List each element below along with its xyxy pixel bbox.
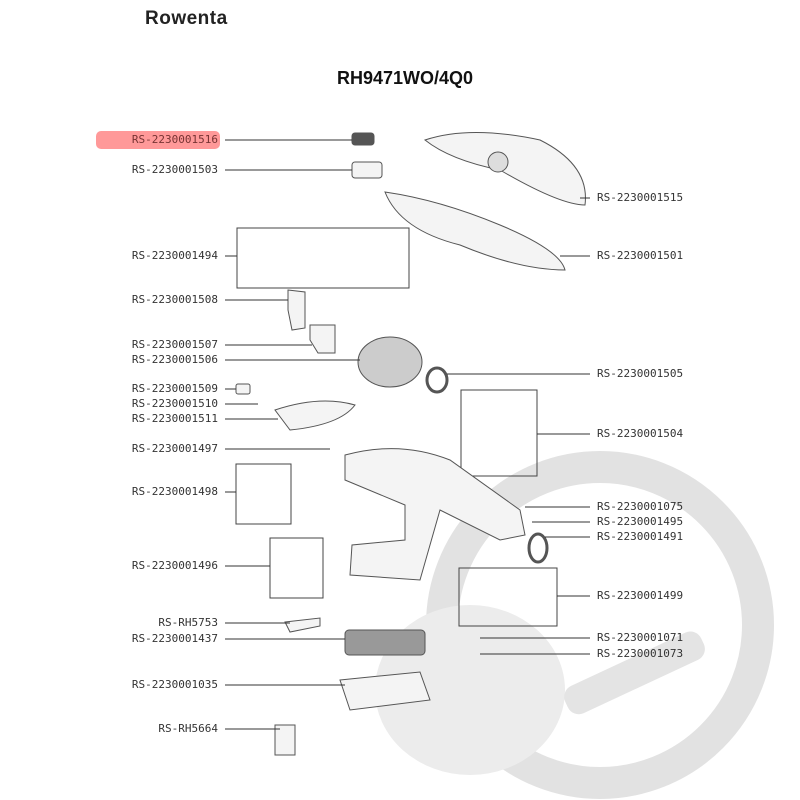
part-label[interactable]: RS-2230001516 xyxy=(98,133,218,147)
part-label[interactable]: RS-2230001497 xyxy=(131,442,218,455)
part-bracket-1507 xyxy=(309,324,336,354)
part-1511 xyxy=(274,400,356,431)
part-filter-cap xyxy=(351,132,375,146)
part-label[interactable]: RS-2230001494 xyxy=(131,249,218,262)
part-label[interactable]: RS-2230001496 xyxy=(131,559,218,572)
part-label[interactable]: RS-2230001437 xyxy=(131,632,218,645)
part-ring-1505 xyxy=(425,366,449,394)
part-charger xyxy=(274,724,296,756)
part-label[interactable]: RS-2230001498 xyxy=(131,485,218,498)
part-1491 xyxy=(527,532,549,564)
part-box-1499 xyxy=(458,567,558,627)
part-base xyxy=(339,671,431,711)
model-title: RH9471WO/4Q0 xyxy=(336,68,474,88)
part-label[interactable]: RS-2230001505 xyxy=(597,367,684,380)
part-rh5753 xyxy=(284,617,321,633)
part-label[interactable]: RS-2230001504 xyxy=(597,427,684,440)
part-label[interactable]: RS-2230001508 xyxy=(131,293,218,306)
part-label[interactable]: RS-2230001495 xyxy=(597,515,684,528)
part-box-1496 xyxy=(269,537,324,599)
part-label[interactable]: RS-2230001071 xyxy=(597,631,684,644)
part-label[interactable]: RS-2230001509 xyxy=(131,382,218,395)
part-label[interactable]: RS-2230001073 xyxy=(597,647,684,660)
part-top-cover-button xyxy=(487,151,509,173)
part-label[interactable]: RS-2230001503 xyxy=(131,163,218,176)
part-main-body xyxy=(344,448,526,581)
part-motor xyxy=(357,336,423,388)
part-label[interactable]: RS-2230001501 xyxy=(597,249,684,262)
part-label[interactable]: RS-2230001075 xyxy=(597,500,684,513)
part-battery xyxy=(344,629,426,656)
part-label[interactable]: RS-RH5664 xyxy=(158,722,218,735)
part-filter xyxy=(351,161,383,179)
part-handle-body xyxy=(384,191,566,271)
brand-logo: Rowenta xyxy=(145,8,228,29)
part-label[interactable]: RS-2230001515 xyxy=(597,191,684,204)
part-box-1494 xyxy=(236,227,410,289)
part-1509 xyxy=(235,383,251,395)
part-label[interactable]: RS-RH5753 xyxy=(158,616,218,629)
part-label[interactable]: RS-2230001506 xyxy=(131,353,218,366)
part-bracket-1508 xyxy=(287,289,306,331)
part-box-1504 xyxy=(460,389,538,477)
part-box-1498 xyxy=(235,463,292,525)
part-label[interactable]: RS-2230001507 xyxy=(131,338,218,351)
part-label[interactable]: RS-2230001035 xyxy=(131,678,218,691)
part-label[interactable]: RS-2230001499 xyxy=(597,589,684,602)
part-label[interactable]: RS-2230001511 xyxy=(131,412,218,425)
part-label[interactable]: RS-2230001510 xyxy=(131,397,218,410)
part-label[interactable]: RS-2230001491 xyxy=(597,530,684,543)
